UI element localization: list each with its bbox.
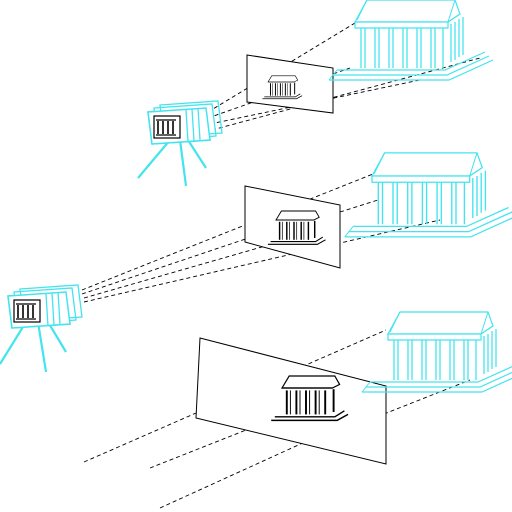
tripod-icon [0,321,67,373]
tripod-icon [137,139,207,187]
temple-icon [344,152,512,238]
scene-1 [137,0,494,187]
camera-1 [137,100,223,187]
image-plane-1 [246,54,334,114]
image-plane-3 [195,337,387,465]
temple-icon [328,0,494,81]
image-plane-2 [244,185,341,269]
scene-3 [83,311,512,509]
camera-icon [147,100,223,145]
camera-icon [7,284,83,329]
projection-rays-2 [81,171,441,303]
camera-2 [0,284,83,373]
scene-2 [0,152,512,373]
temple-icon [361,311,512,393]
